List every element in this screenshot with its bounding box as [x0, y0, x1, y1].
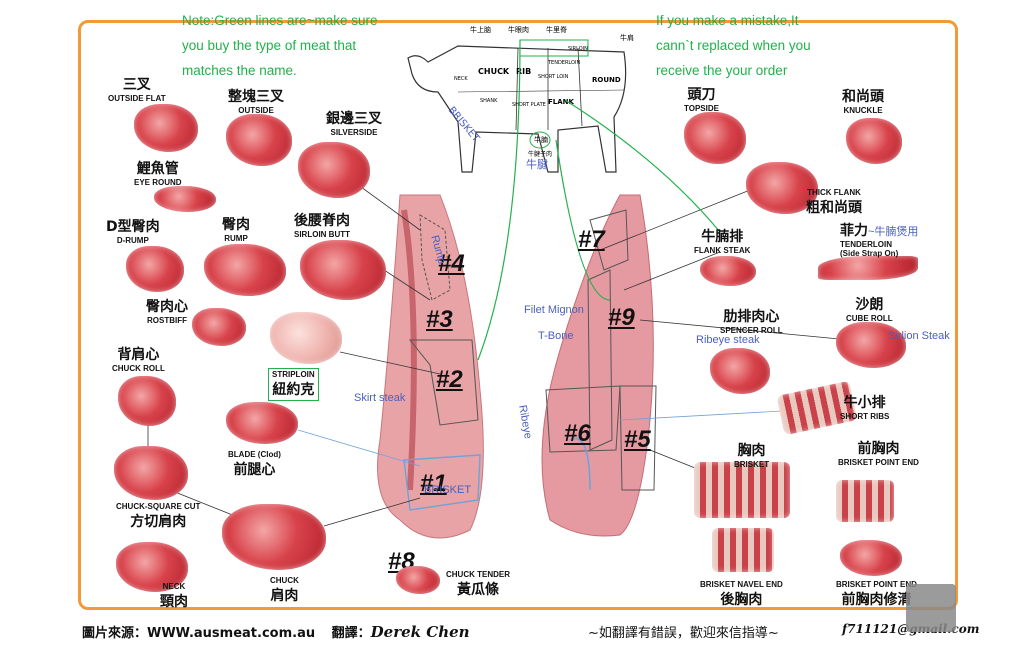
watermark-seal: [906, 584, 956, 632]
meat-image: [204, 244, 286, 296]
meat-image: [840, 540, 902, 576]
meat-image: [222, 504, 326, 570]
footer-translator: Derek Chen: [370, 623, 470, 641]
cut-number: #1: [420, 470, 447, 497]
cow-label: 牛里脊: [546, 25, 567, 34]
meat-image: [300, 240, 386, 300]
cut-number: #2: [436, 366, 463, 393]
meat-image: [226, 114, 292, 166]
blue-label: Filet Mignon: [524, 304, 584, 316]
carcass-left: [377, 194, 484, 539]
cow-label: CHUCK: [478, 67, 510, 76]
meat-image: [126, 246, 184, 292]
cow-label: SHANK: [480, 98, 498, 104]
cow-label: NECK: [454, 76, 468, 82]
cow-label: 牛肩: [620, 33, 634, 42]
meat-image: [134, 104, 198, 152]
meat-image: [270, 312, 342, 364]
footer-source: 圖片來源：WWW.ausmeat.com.au: [82, 626, 316, 641]
blue-label: Sirlion Steak: [888, 330, 950, 342]
cow-label: 牛腱: [526, 157, 548, 171]
cow-label: FLANK: [548, 98, 575, 106]
meat-image: [818, 256, 918, 280]
cut-number: #9: [608, 304, 635, 331]
cut-number: #5: [624, 426, 651, 453]
meat-image: [746, 162, 818, 214]
meat-image: [298, 142, 370, 198]
cut-number: #4: [438, 250, 465, 277]
meat-image: [700, 256, 756, 286]
meat-image: [694, 462, 790, 518]
cow-label: 牛腩: [534, 135, 548, 144]
cow-label: SHORT PLATE: [512, 102, 546, 108]
meat-image: [192, 308, 246, 346]
cow-label: 牛眼肉: [508, 25, 529, 34]
cow-label: RIB: [516, 67, 531, 76]
meat-image: [154, 186, 216, 212]
cow-diagram: 牛上脑 牛眼肉 牛里脊 牛肩 CHUCK RIB SIRLOIN TENDERL…: [407, 25, 634, 173]
cut-number: #6: [564, 420, 591, 447]
cut-number: #7: [578, 226, 605, 253]
cow-label: 牛上脑: [470, 25, 491, 34]
cow-label: TENDERLOIN: [547, 60, 580, 66]
cow-label: ROUND: [592, 76, 621, 84]
blue-label: Skirt steak: [354, 392, 406, 404]
cow-label: 牛腱子肉: [528, 150, 552, 158]
cut-label-blade: BLADE (Clod)前腿心: [228, 450, 281, 478]
footer-translator-prefix: 翻譯：: [331, 626, 371, 641]
meat-image: [684, 112, 746, 164]
meat-image: [846, 118, 902, 164]
meat-image: [836, 322, 906, 368]
blue-label: T-Bone: [538, 330, 574, 342]
cut-number: #3: [426, 306, 453, 333]
meat-image: [836, 480, 894, 522]
cut-label-tenderloin: 菲力~牛腩煲用 TENDERLOIN(Side Strap On): [840, 223, 919, 258]
meat-image: [116, 542, 188, 592]
blue-label: BRISKET: [424, 484, 472, 496]
cow-label: SIRLOIN: [568, 46, 588, 52]
meat-image: [118, 376, 176, 426]
carcass-right: [541, 194, 657, 537]
meat-image: [114, 446, 188, 500]
blue-label: Ribeye steak: [696, 334, 760, 346]
meat-image: [710, 348, 770, 394]
meat-image: [712, 528, 774, 572]
meat-image: [226, 402, 298, 444]
footer: 圖片來源：WWW.ausmeat.com.au 翻譯：Derek Chen ~如…: [82, 622, 979, 641]
cow-label: SHORT LOIN: [538, 74, 569, 80]
footer-request: ~如翻譯有錯誤，歡迎來信指導~: [588, 626, 779, 641]
orange-frame: [78, 20, 958, 610]
meat-image: [396, 566, 440, 594]
